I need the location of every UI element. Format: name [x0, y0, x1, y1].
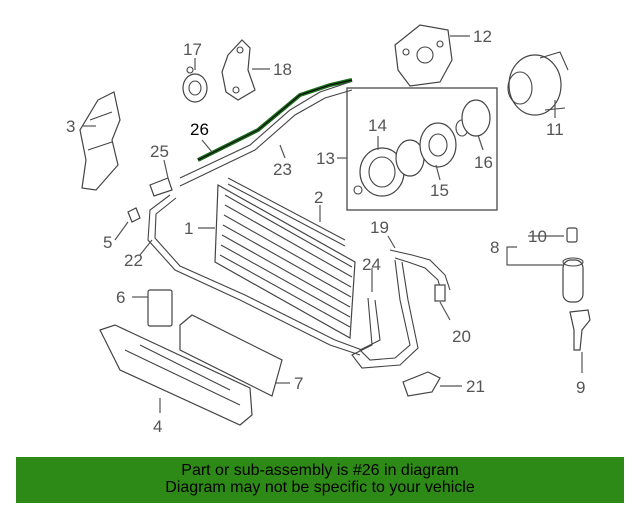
callout-4: 4	[153, 417, 162, 436]
callout-11: 11	[546, 120, 564, 139]
parts-diagram: 17 18 12 11 3 26 14 25 13 23 16 15 2 1 5…	[66, 24, 591, 436]
callout-19: 19	[370, 218, 389, 237]
callout-26: 26	[190, 120, 209, 139]
part-5-bolt	[127, 207, 141, 223]
part-23-hose	[179, 81, 353, 187]
callout-9: 9	[576, 378, 585, 397]
callout-6: 6	[116, 288, 125, 307]
leader-lines	[82, 35, 583, 413]
callout-18: 18	[273, 60, 292, 79]
callout-12: 12	[473, 27, 492, 46]
part-20-fitting	[434, 284, 446, 302]
part-21-bracket	[402, 371, 441, 397]
callout-13: 13	[316, 149, 335, 168]
callout-14: 14	[368, 116, 387, 135]
callout-16: 16	[474, 153, 493, 172]
part-12-compressor-bracket	[394, 24, 453, 87]
part-10-cap	[566, 227, 578, 243]
callout-23: 23	[273, 160, 292, 179]
callout-22: 22	[124, 251, 143, 270]
callout-25: 25	[150, 142, 169, 161]
clutch-assembly-box	[346, 87, 498, 211]
part-7-bar	[179, 314, 283, 397]
part-8-receiver-dryer	[562, 257, 584, 303]
part-9-bracket	[569, 309, 591, 351]
callout-15: 15	[430, 181, 449, 200]
callout-17: 17	[183, 40, 202, 59]
callout-8: 8	[490, 238, 499, 257]
part-6-block	[147, 289, 173, 327]
callout-3: 3	[66, 117, 75, 136]
info-banner: Part or sub-assembly is #26 in diagram D…	[16, 457, 624, 503]
part-17-pulley	[182, 66, 208, 103]
callout-7: 7	[294, 374, 303, 393]
callout-24: 24	[362, 255, 381, 274]
part-18-bracket	[221, 39, 256, 101]
callout-labels: 17 18 12 11 3 26 14 25 13 23 16 15 2 1 5…	[66, 27, 585, 436]
banner-line-2: Diagram may not be specific to your vehi…	[165, 479, 475, 496]
callout-10: 10	[528, 227, 547, 246]
part-4-deflector	[99, 324, 253, 426]
part-1-condenser	[214, 183, 356, 339]
part-22-line	[147, 194, 363, 356]
part-11-compressor	[507, 51, 569, 116]
callout-5: 5	[103, 233, 112, 252]
callout-2: 2	[314, 188, 323, 207]
callout-20: 20	[452, 327, 471, 346]
part-26-hose	[197, 78, 353, 162]
part-25-fitting	[149, 177, 173, 197]
banner-line-1: Part or sub-assembly is #26 in diagram	[181, 462, 459, 479]
part-2-rail	[227, 177, 346, 247]
callout-21: 21	[466, 377, 485, 396]
part-3-shield	[79, 91, 121, 191]
callout-1: 1	[184, 219, 193, 238]
